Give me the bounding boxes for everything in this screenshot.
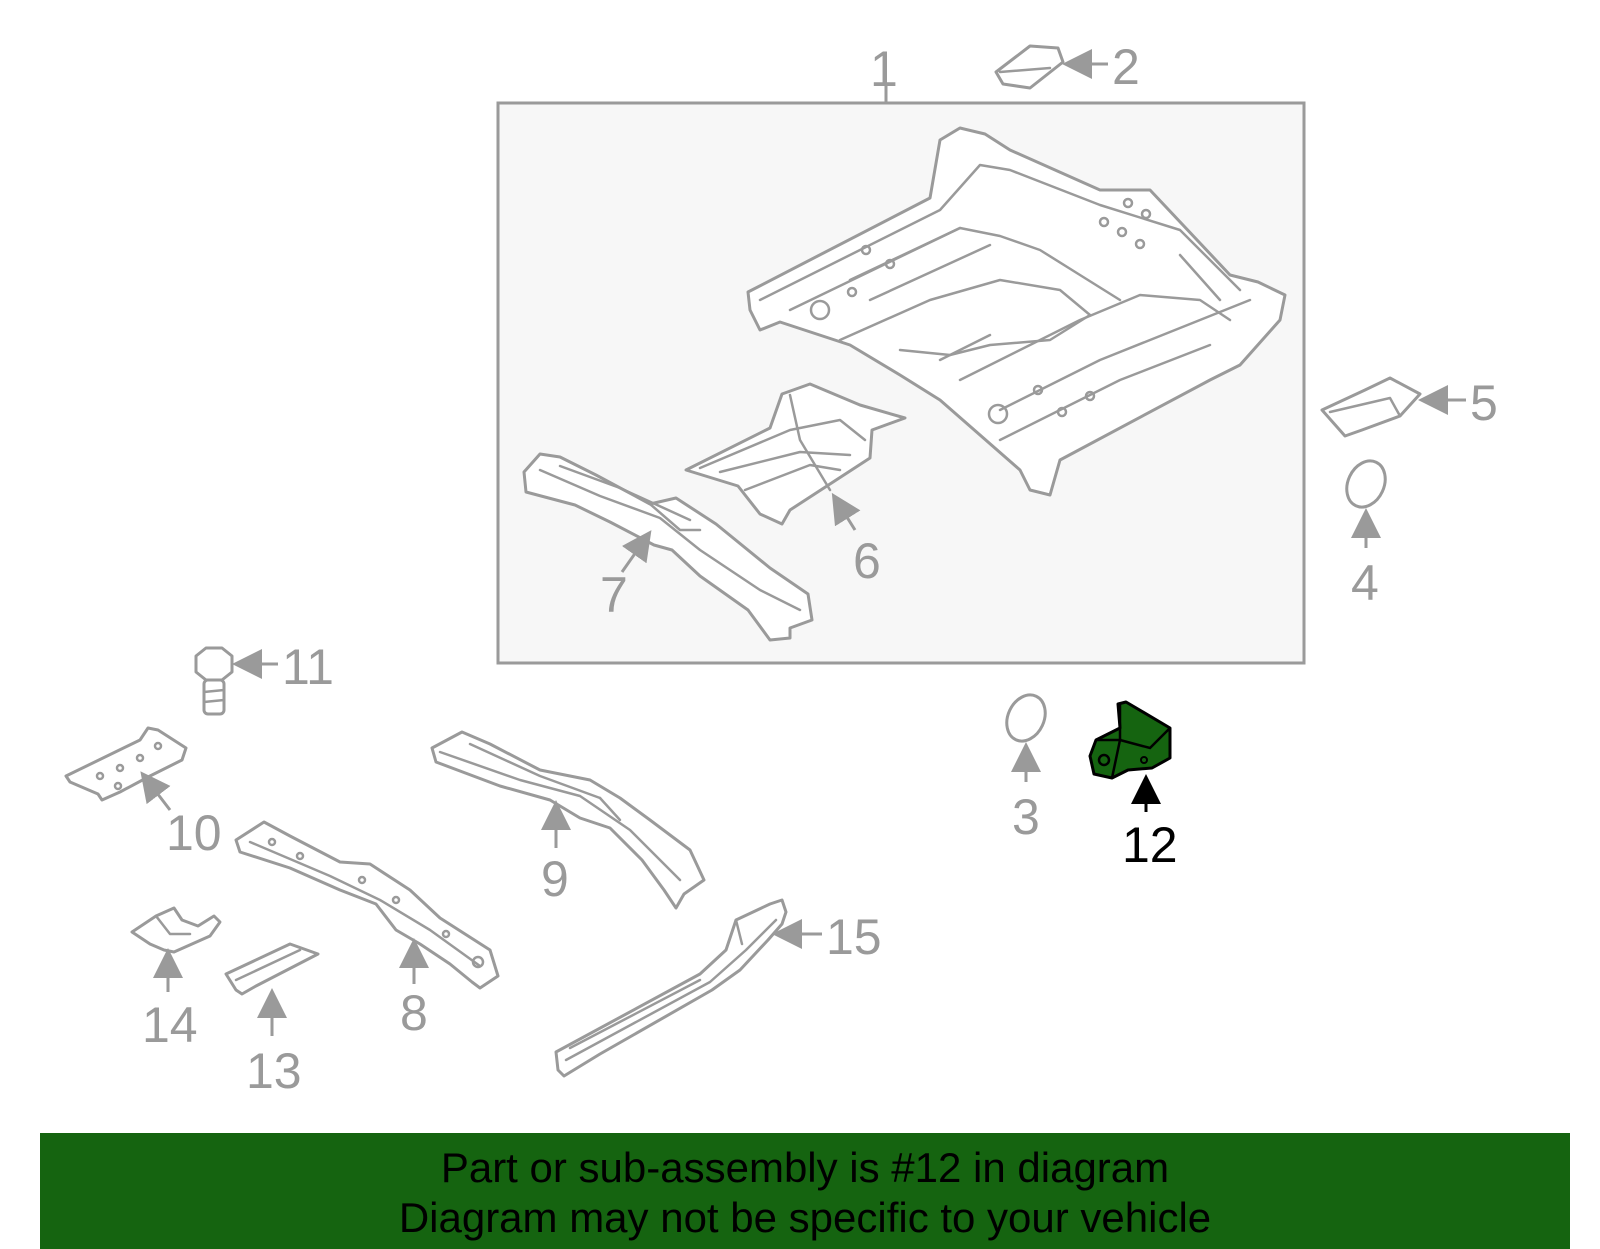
part-7-crossmember[interactable]: [522, 452, 814, 642]
callout-13: 13: [246, 1043, 302, 1099]
part-1-rear-floor-pan[interactable]: [746, 126, 1287, 497]
callout-8: 8: [400, 985, 428, 1041]
part-10-reinforcement[interactable]: [64, 726, 188, 802]
callout-3: 3: [1012, 789, 1040, 845]
part-14-bracket[interactable]: [130, 906, 222, 954]
part-11-bolt[interactable]: [194, 646, 234, 716]
callout-4: 4: [1351, 555, 1379, 611]
part-6-panel[interactable]: [684, 382, 907, 526]
callout-11: 11: [282, 639, 334, 695]
part-4-plug[interactable]: [1340, 455, 1393, 514]
callout-9: 9: [541, 851, 569, 907]
banner-line-2: Diagram may not be specific to your vehi…: [398, 1194, 1212, 1241]
leader-line-7: [620, 530, 652, 573]
callout-6: 6: [853, 533, 881, 589]
callout-12: 12: [1122, 817, 1178, 873]
part-2-bracket[interactable]: [994, 44, 1065, 90]
part-3-plug[interactable]: [1000, 689, 1053, 748]
leader-line-6: [831, 492, 861, 531]
part-12-bracket-highlighted[interactable]: [1088, 700, 1172, 780]
callout-10: 10: [166, 805, 222, 861]
part-5-bracket[interactable]: [1320, 376, 1422, 438]
callout-14: 14: [142, 997, 198, 1053]
part-13-reinforcement[interactable]: [224, 942, 320, 996]
callout-7: 7: [600, 567, 628, 623]
part-15-rail[interactable]: [554, 898, 788, 1078]
leader-line-10: [140, 771, 172, 811]
part-8-crossmember[interactable]: [234, 820, 500, 990]
callout-1: 1: [870, 41, 898, 97]
callout-15: 15: [826, 909, 882, 965]
banner-line-1: Part or sub-assembly is #12 in diagram: [440, 1144, 1170, 1191]
callout-5: 5: [1470, 375, 1498, 431]
info-banner: Part or sub-assembly is #12 in diagram D…: [40, 1133, 1570, 1249]
callout-2: 2: [1112, 39, 1140, 95]
